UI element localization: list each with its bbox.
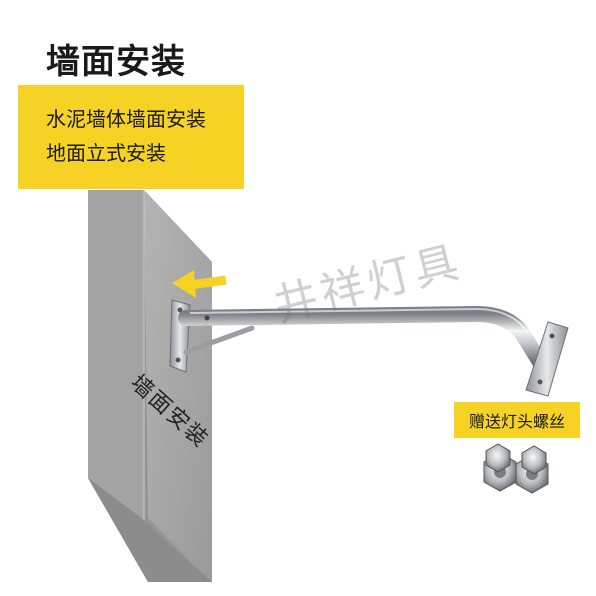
gift-tag: 赠送灯头螺丝 <box>454 402 580 438</box>
info-line-ground: 地面立式安装 <box>46 141 166 165</box>
bracket-arm <box>178 305 548 370</box>
info-box: 水泥墙体墙面安装 地面立式安装 <box>18 85 244 189</box>
support-strut <box>183 325 255 355</box>
bolt-head-icon <box>521 445 547 475</box>
bolt-set <box>483 443 549 494</box>
arrow-icon <box>172 270 227 298</box>
wall-bottom-edge <box>88 478 212 582</box>
info-line-wall: 水泥墙体墙面安装 <box>46 107 206 131</box>
page-title: 墙面安装 <box>46 42 186 82</box>
bolt-head-icon <box>485 443 511 473</box>
wall-left-face <box>88 190 144 520</box>
lamp-mount-plate <box>525 321 569 397</box>
